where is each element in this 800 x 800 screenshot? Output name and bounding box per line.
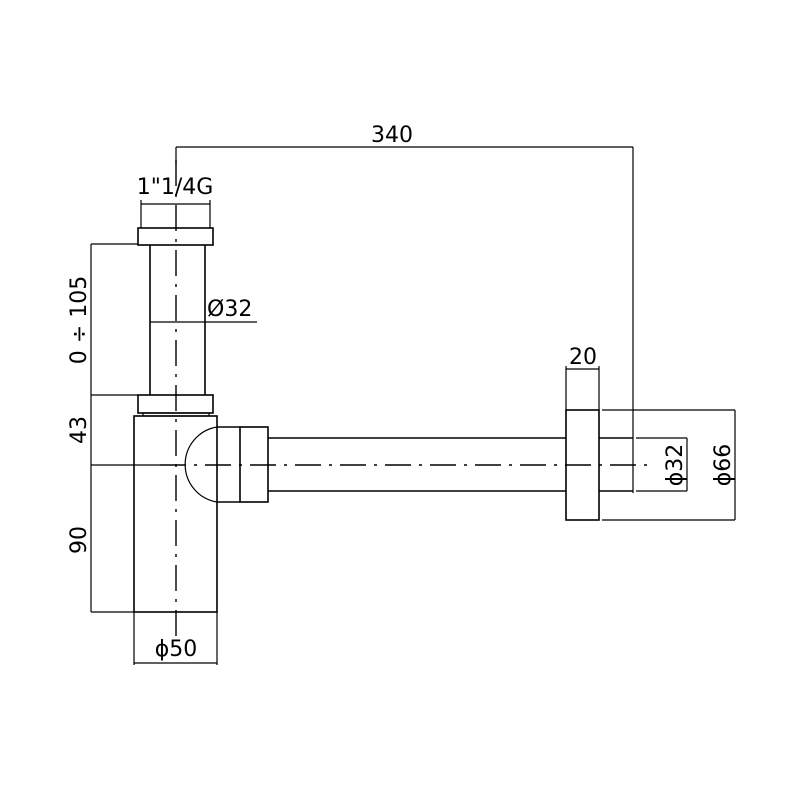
dim-label-90: 90 — [67, 526, 92, 554]
dim-label-flange-diameter: ϕ66 — [711, 444, 736, 487]
vertical-tube — [149, 245, 257, 395]
dim-label-outlet-diameter: ϕ32 — [663, 444, 688, 487]
left-dimensions: 0 ÷ 105 43 90 — [67, 243, 160, 613]
dim-label-43: 43 — [67, 416, 92, 444]
dim-label-thread: 1"1/4G — [137, 175, 214, 200]
dim-label-tube-diameter: Ø32 — [207, 297, 252, 322]
dim-label-adjustable-height: 0 ÷ 105 — [67, 276, 92, 364]
dimension-50: ϕ50 — [133, 612, 218, 665]
wall-flange — [565, 409, 600, 521]
dimension-66: ϕ66 — [602, 409, 736, 521]
dim-label-340: 340 — [371, 123, 413, 148]
elbow — [184, 426, 269, 503]
trap-body — [133, 415, 218, 613]
dimension-340: 340 — [175, 123, 634, 493]
dimension-thread: 1"1/4G — [137, 175, 214, 228]
top-nut — [137, 227, 214, 246]
dim-label-body-diameter: ϕ50 — [155, 637, 198, 662]
dim-label-20: 20 — [569, 345, 597, 370]
outlet-pipe — [268, 437, 633, 492]
dimension-20: 20 — [565, 345, 600, 410]
dimension-outlet-32: ϕ32 — [636, 437, 688, 492]
